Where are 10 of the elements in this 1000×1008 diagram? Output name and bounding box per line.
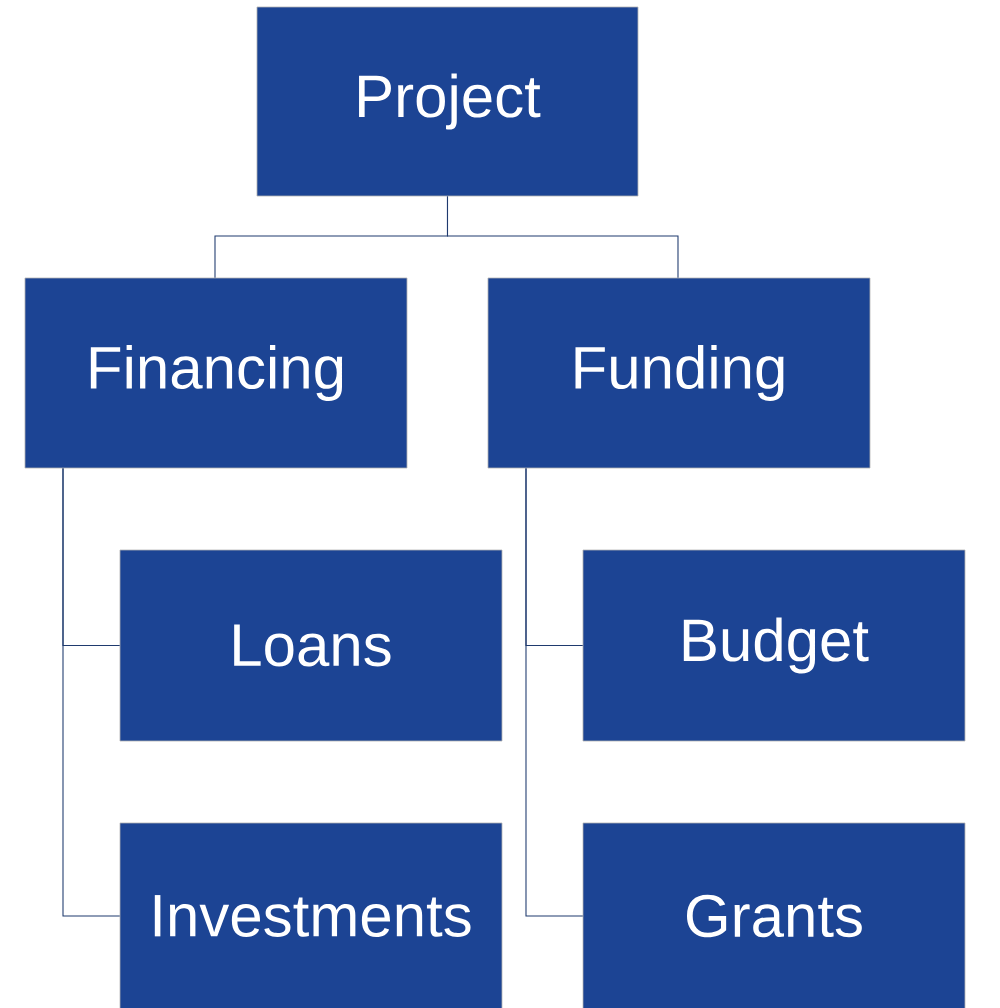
org-box: Financing [24,277,408,469]
org-box: Loans [119,549,503,742]
org-box: Funding [487,277,871,469]
org-box: Grants [582,822,966,1008]
connector-line [525,467,584,917]
org-box: Project [256,6,639,197]
org-box: Budget [582,549,966,742]
connector-line [446,195,679,279]
connector-line [62,467,121,917]
org-box: Investments [119,822,503,1008]
